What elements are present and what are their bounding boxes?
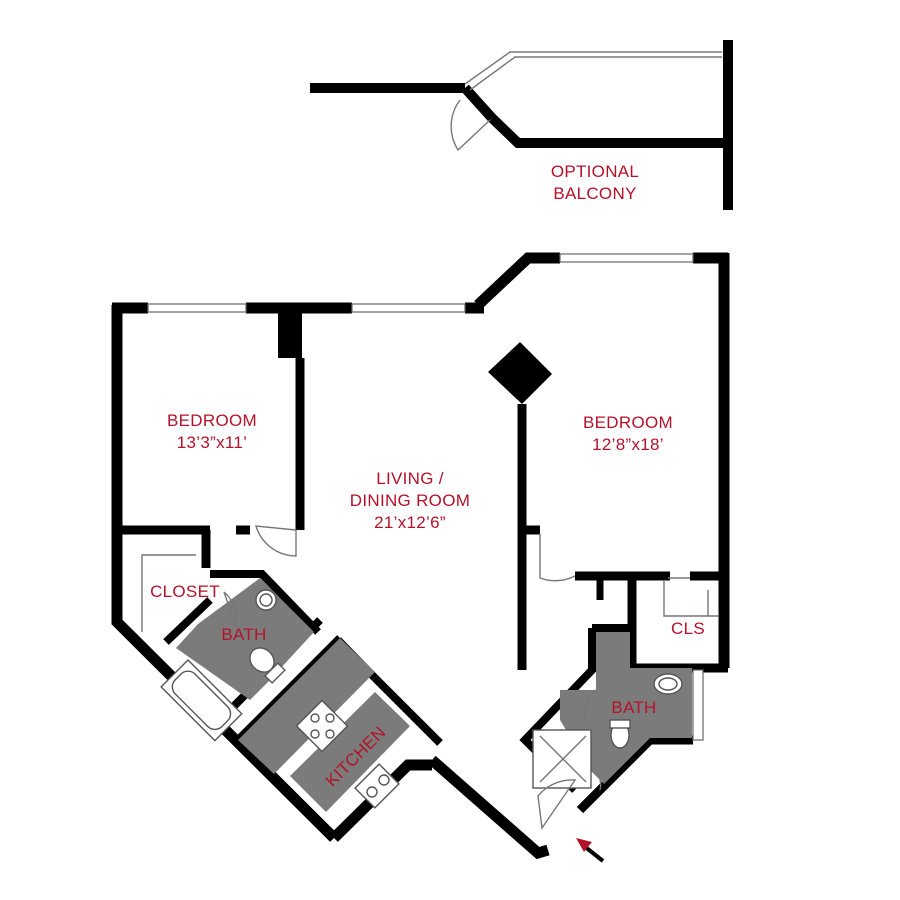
- wall: [428, 755, 550, 860]
- living-label-line1: LIVING /: [376, 469, 444, 488]
- balcony-label: OPTIONAL BALCONY: [530, 161, 660, 205]
- sink-basin: [658, 677, 678, 691]
- entry-arrow: [576, 838, 605, 863]
- door-swing: [537, 779, 577, 830]
- bedroom-right-name: BEDROOM: [583, 413, 673, 432]
- wall: [163, 597, 213, 645]
- kitchen-sink: [354, 763, 400, 809]
- kitchen-sink-drain: [378, 774, 390, 786]
- balcony-label-line2: BALCONY: [553, 184, 637, 203]
- wall: [576, 735, 693, 814]
- bedroom-left-size: 13’3”x11’: [176, 433, 248, 452]
- balcony-window: [464, 51, 722, 85]
- fixtures: [160, 589, 683, 809]
- doors: [223, 525, 690, 830]
- bedroom-right-label: BEDROOM 12’8”x18’: [558, 412, 698, 456]
- wall: [330, 759, 432, 842]
- living-label: LIVING / DINING ROOM 21’x12’6”: [335, 468, 485, 534]
- range: [295, 699, 349, 753]
- closet-shelf: [141, 554, 196, 632]
- burner: [310, 713, 320, 723]
- kitchen-counter: [290, 692, 410, 812]
- door-swing: [223, 591, 238, 629]
- living-size: 21’x12’6”: [374, 513, 446, 532]
- kitchen-sink-drain: [366, 786, 378, 798]
- toilet-tank: [609, 719, 631, 729]
- window: [351, 303, 466, 313]
- exterior-walls: [111, 252, 730, 860]
- burner: [325, 713, 335, 723]
- sink-basin: [259, 593, 273, 607]
- wall: [372, 675, 443, 746]
- bedroom-left-name: BEDROOM: [167, 411, 257, 430]
- shower: [532, 729, 592, 789]
- toilet-tank: [264, 662, 286, 684]
- wall: [111, 305, 338, 842]
- shower-mark: [539, 735, 587, 783]
- wet-areas: [176, 578, 692, 812]
- balcony-wall: [461, 84, 496, 122]
- balcony-wall: [488, 114, 728, 148]
- balcony-window: [469, 56, 722, 91]
- door-swing: [584, 689, 597, 731]
- door-swing: [539, 534, 576, 582]
- balcony-door-swing: [450, 99, 491, 152]
- closet-label: CLOSET: [150, 582, 220, 601]
- bathtub-inner: [171, 670, 232, 731]
- windows: [147, 253, 704, 741]
- burner: [310, 729, 320, 739]
- closet-details: [141, 554, 718, 632]
- burner: [325, 729, 335, 739]
- wall: [210, 570, 321, 635]
- wall: [474, 252, 560, 310]
- kitchen-counter: [238, 638, 375, 774]
- living-label-line2: DINING ROOM: [349, 491, 471, 510]
- balcony: [310, 40, 733, 210]
- closet-shelf: [663, 580, 718, 617]
- balcony-label-line1: OPTIONAL: [550, 162, 640, 181]
- cls-label: CLS: [671, 619, 705, 638]
- bedroom-right-size: 12’8”x18’: [592, 435, 664, 454]
- bath-right-label: BATH: [611, 698, 657, 717]
- window: [692, 669, 704, 741]
- column: [278, 310, 302, 358]
- door-swing: [595, 771, 602, 791]
- door-swing: [255, 525, 297, 557]
- window: [559, 253, 694, 263]
- bath-left-label: BATH: [221, 625, 267, 644]
- window: [147, 303, 247, 313]
- column: [488, 342, 552, 404]
- bedroom-left-label: BEDROOM 13’3”x11’: [142, 410, 282, 454]
